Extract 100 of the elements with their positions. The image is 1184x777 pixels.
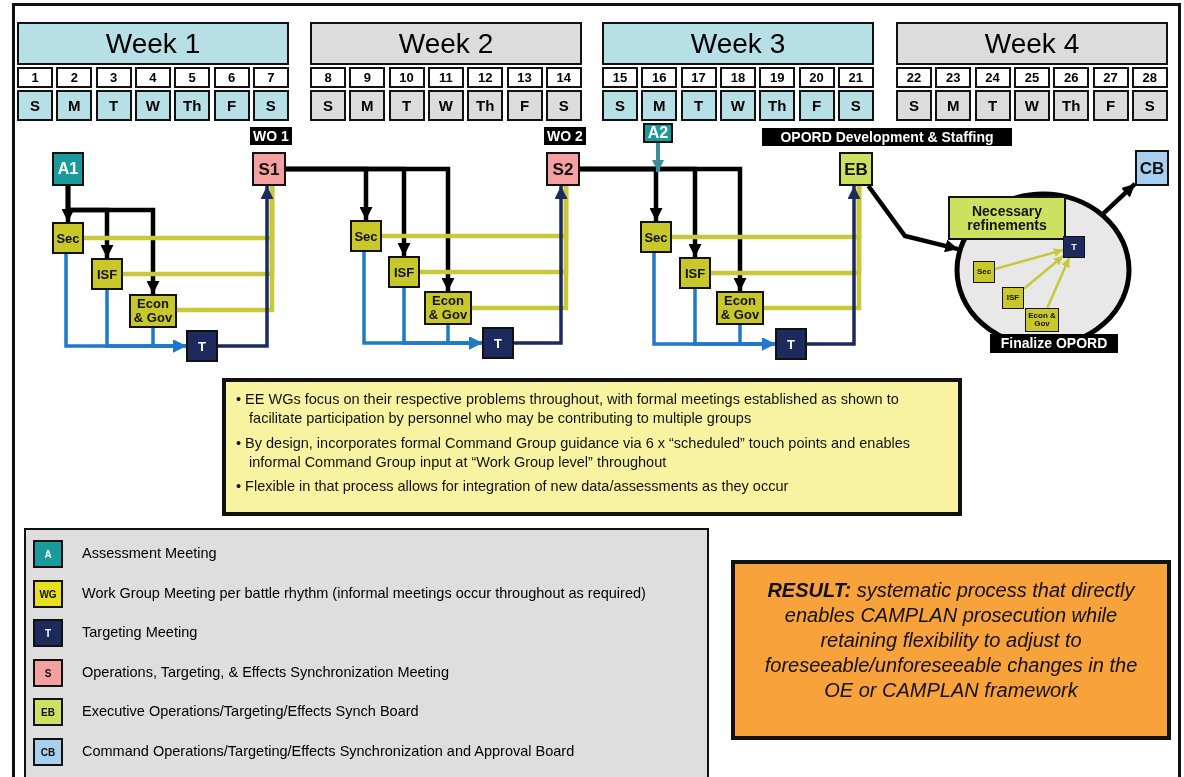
day-number: 23: [935, 67, 972, 88]
weekday-label: S: [310, 90, 346, 121]
weekday-label: S: [1131, 90, 1168, 121]
weekday-label: M: [641, 90, 678, 121]
tag-label: WO 1: [250, 127, 292, 145]
legend-text: Work Group Meeting per battle rhythm (informal meetings occur throughout as required): [82, 584, 647, 603]
weekday-label: M: [56, 90, 93, 121]
connector-line: [472, 186, 569, 311]
day-number: 16: [641, 67, 678, 88]
sync-meeting-box: S2: [546, 152, 580, 186]
bullet-text: • EE WGs focus on their respective problems throughout, with formal meetings established as shown to facilitate participation by personnel who may be contributing to multiple groups: [236, 390, 900, 428]
arrow: [514, 186, 568, 345]
connector-line: [764, 186, 862, 311]
day-number: 10: [388, 67, 425, 88]
board-box: CB: [1135, 150, 1169, 186]
week-header: Week 1: [17, 22, 289, 65]
arrow: [218, 186, 274, 348]
work-group-box: ISF: [91, 258, 123, 290]
swatch-letter: T: [44, 627, 52, 639]
weekday-label: F: [1092, 90, 1129, 121]
targeting-box: T: [186, 330, 218, 362]
tag-label: WO 2: [544, 127, 586, 145]
day-number: 14: [545, 67, 582, 88]
weekday-label: T: [95, 90, 132, 121]
weekday-label: M: [935, 90, 972, 121]
day-number: 25: [1013, 67, 1050, 88]
swatch-letter: S: [44, 667, 52, 678]
arrow: [1023, 255, 1064, 290]
weekday-label: Th: [467, 90, 504, 121]
work-group-box: Sec: [52, 222, 84, 254]
day-number: 1: [17, 67, 53, 88]
board-box: EB: [839, 152, 873, 186]
week-header: Week 4: [896, 22, 1168, 65]
weekday-label: S: [17, 90, 53, 121]
arrow: [866, 184, 959, 253]
day-number: 26: [1053, 67, 1090, 88]
arrow: [807, 186, 861, 346]
weekday-label: S: [896, 90, 932, 121]
weekday-label: T: [974, 90, 1011, 121]
work-group-box: Sec: [640, 221, 672, 253]
sync-meeting-box: S1: [252, 152, 286, 186]
swatch-letter: WG: [39, 588, 57, 599]
connector-line: [177, 186, 275, 313]
weekday-label: F: [798, 90, 835, 121]
day-number: 5: [174, 67, 211, 88]
work-group-box: Econ & Gov: [424, 291, 472, 325]
weekday-label: M: [349, 90, 386, 121]
arrow: [446, 325, 482, 350]
result-box: RESULT: systematic process that directly enables CAMPLAN prosecution while retaining flexibility to adjust to foreseeable/unforeseeable changes in the OE or CAMPLAN framework: [731, 560, 1171, 740]
weekday-label: T: [680, 90, 717, 121]
day-number: 6: [213, 67, 250, 88]
day-number: 7: [252, 67, 289, 88]
arrow: [1102, 182, 1137, 215]
tag-label: OPORD Development & Staffing: [762, 128, 1012, 146]
arrow: [65, 186, 160, 294]
swatch-letter: CB: [40, 746, 56, 757]
legend-text: Targeting Meeting: [82, 624, 199, 642]
weekday-label: W: [1013, 90, 1050, 121]
work-group-box: ISF: [679, 257, 711, 289]
weekday-label: T: [388, 90, 425, 121]
day-number: 4: [134, 67, 171, 88]
weekday-label: W: [719, 90, 756, 121]
weekday-label: W: [134, 90, 171, 121]
arrow: [652, 143, 664, 172]
arrow: [1046, 257, 1071, 309]
day-number: 19: [759, 67, 796, 88]
day-number: 18: [719, 67, 756, 88]
targeting-box: T: [775, 328, 807, 360]
weekday-label: F: [213, 90, 250, 121]
arrow: [580, 166, 747, 291]
weekday-label: S: [837, 90, 874, 121]
swatch-letter: EB: [41, 706, 55, 718]
day-number: 28: [1131, 67, 1168, 88]
work-group-box: ISF: [1002, 287, 1024, 309]
legend-text: Executive Operations/Targeting/Effects Synch Board: [82, 703, 420, 721]
work-group-box: Econ & Gov: [129, 294, 177, 328]
week-header: Week 3: [602, 22, 874, 65]
day-number: 9: [349, 67, 386, 88]
weekday-label: F: [506, 90, 543, 121]
weekday-label: S: [252, 90, 289, 121]
day-number: 24: [974, 67, 1011, 88]
weekday-label: Th: [759, 90, 796, 121]
day-number: 20: [798, 67, 835, 88]
day-number: 22: [896, 67, 932, 88]
weekday-label: Th: [174, 90, 211, 121]
day-number: 13: [506, 67, 543, 88]
legend-text: Command Operations/Targeting/Effects Synchronization and Approval Board: [82, 742, 576, 761]
work-group-box: Econ & Gov: [716, 291, 764, 325]
swatch-letter: A: [44, 548, 52, 560]
day-number: 21: [837, 67, 874, 88]
caption-tag: Finalize OPORD: [990, 334, 1118, 353]
work-group-box: Sec: [973, 261, 995, 283]
weekday-label: S: [545, 90, 582, 121]
weekday-label: Th: [1053, 90, 1090, 121]
weekday-label: S: [602, 90, 638, 121]
day-number: 17: [680, 67, 717, 88]
targeting-box: T: [1063, 236, 1085, 258]
legend-text: Operations, Targeting, & Effects Synchronization Meeting: [82, 663, 450, 682]
day-number: 2: [56, 67, 93, 88]
assessment-box: A1: [52, 152, 84, 186]
